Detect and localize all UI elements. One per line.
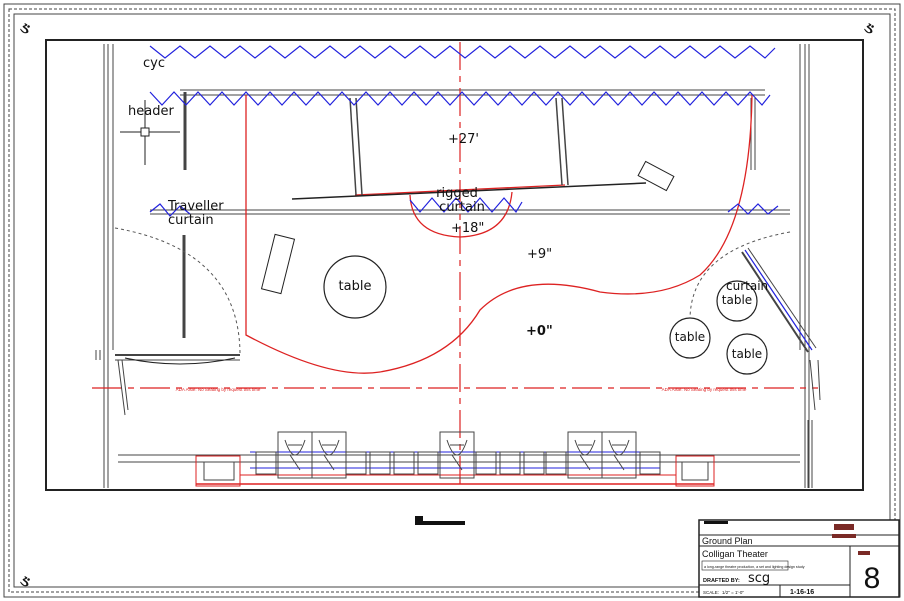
- plan-frame: [45, 39, 864, 491]
- production-subtitle: a long-range theatre production, a set a…: [704, 565, 805, 569]
- corner-ornament-bottom-left: ઙ: [20, 571, 30, 590]
- label-curtain-right: curtain: [726, 279, 768, 293]
- curtain-right-line: [744, 249, 813, 351]
- title-block-accent: [834, 524, 854, 530]
- label-traveller-1: Traveller: [167, 199, 224, 214]
- rigged-platform-arc: [409, 191, 513, 238]
- sheet-border: [3, 3, 901, 598]
- scale-bar: [415, 516, 465, 525]
- label-header: header: [128, 104, 174, 119]
- elevation-27: +27': [448, 132, 479, 147]
- prop-left: [260, 233, 296, 295]
- elevation-18: +18": [451, 221, 484, 236]
- rigged-platform-edge: [354, 184, 566, 196]
- label-rigged-2: curtain: [439, 200, 485, 215]
- elevation-9: +9": [527, 247, 552, 262]
- seating-area: [195, 431, 715, 487]
- table-label-4: table: [732, 347, 762, 361]
- label-rigged-1: rigged: [436, 186, 478, 201]
- drawing-title: Ground Plan: [702, 536, 753, 546]
- scale-label: SCALE:: [703, 590, 719, 595]
- header-marker: [120, 100, 180, 165]
- drafted-value: scg: [748, 571, 770, 586]
- theater-name: Colligan Theater: [702, 549, 768, 559]
- table-label-3: table: [675, 330, 705, 344]
- table-4: [726, 333, 768, 375]
- table-label-1: table: [339, 279, 372, 294]
- traveller-curtain-right: [727, 203, 779, 215]
- header-curtain: [149, 91, 771, 106]
- drawing-date: 1-16-16: [790, 589, 814, 596]
- curtains: [149, 45, 813, 351]
- scale-value: 1/2" = 1'-0": [722, 590, 744, 595]
- corner-ornament-top-left: ઙ: [20, 18, 30, 37]
- ada-note-left: ADA Aisle: No Seating by request this ti…: [176, 387, 261, 392]
- drafted-label: DRAFTED BY:: [703, 578, 740, 584]
- prop-upstage-right: [637, 160, 675, 192]
- elevation-0: +0": [526, 324, 553, 339]
- platform-outline: [245, 94, 753, 374]
- table-3: [669, 317, 711, 359]
- apron-ledges: [95, 350, 821, 488]
- rigged-curtain: [409, 197, 523, 214]
- table-1: [323, 255, 387, 319]
- table-label-2: table: [722, 293, 752, 307]
- sheet-number: 8: [864, 562, 881, 595]
- label-cyc: cyc: [143, 56, 165, 71]
- curtain-right-track: [741, 247, 817, 353]
- label-traveller-2: curtain: [168, 213, 214, 228]
- cyc-curtain: [149, 45, 776, 59]
- traveller-curtain-left: [149, 203, 191, 217]
- ada-note-right: ADA Aisle: No Seating by request this ti…: [662, 387, 747, 392]
- title-block: Ground Plan Colligan Theater a long-rang…: [698, 519, 900, 598]
- stage-walls: [103, 44, 810, 488]
- corner-ornament-top-right: ઙ: [864, 18, 874, 37]
- tables: table table table table: [323, 255, 768, 375]
- swing-arcs: [114, 227, 791, 356]
- table-2: [716, 280, 758, 322]
- rigged-curtain-frame: [291, 97, 647, 200]
